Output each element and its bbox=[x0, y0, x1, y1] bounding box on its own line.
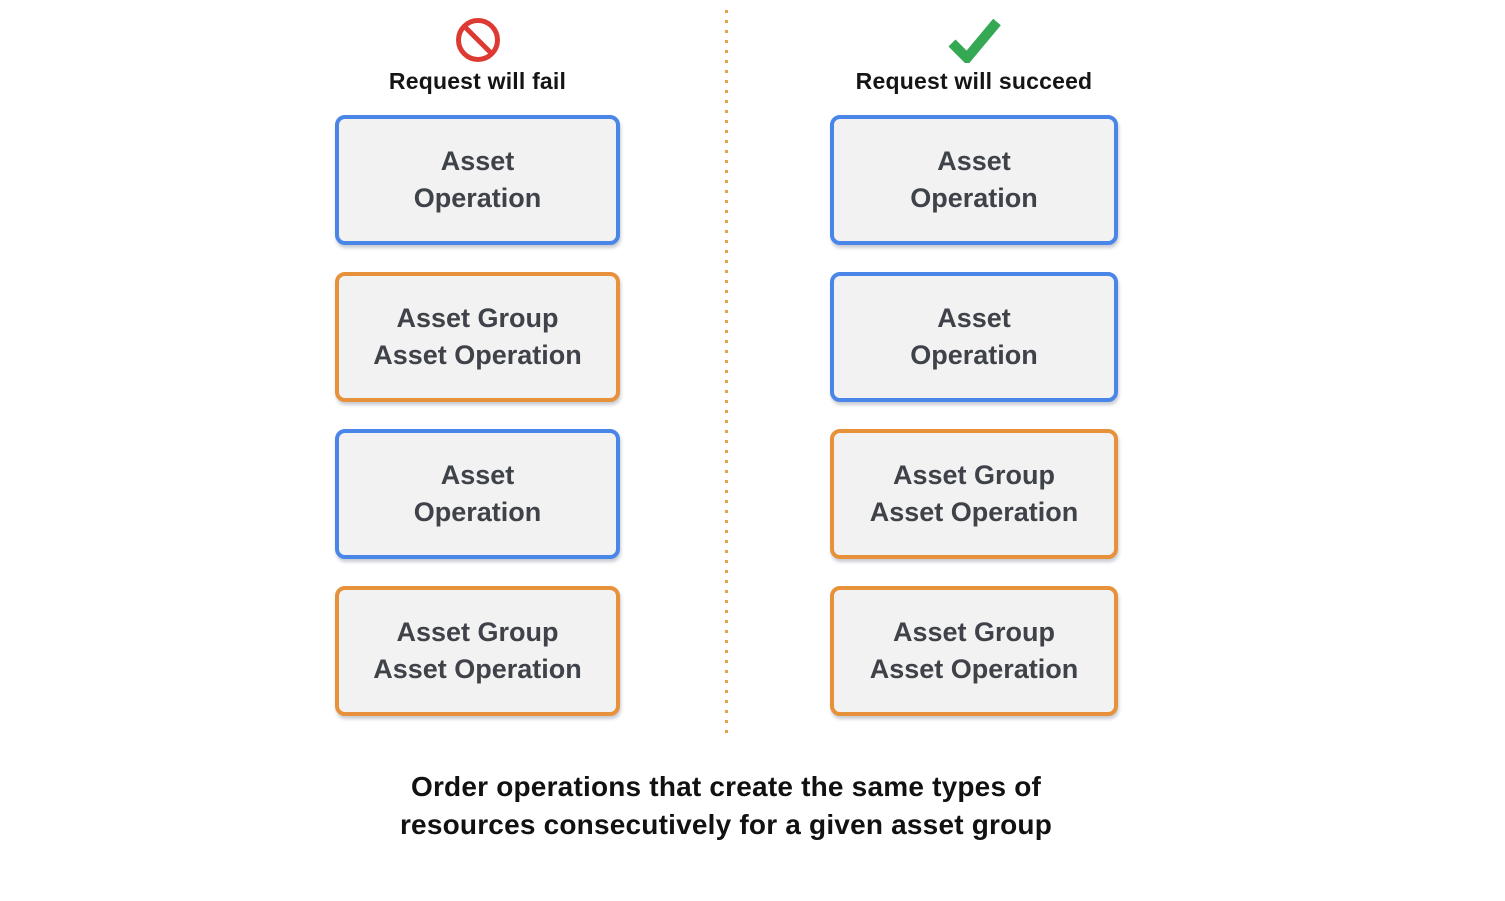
fail-column: Request will fail Asset Operation Asset … bbox=[335, 14, 620, 716]
succeed-column-title: Request will succeed bbox=[855, 67, 1093, 94]
checkmark-icon bbox=[946, 14, 1002, 66]
prohibition-icon bbox=[455, 14, 501, 66]
fail-column-title: Request will fail bbox=[388, 67, 567, 94]
box-asset-group-asset-operation: Asset Group Asset Operation bbox=[335, 272, 620, 402]
dotted-divider bbox=[725, 10, 728, 738]
succeed-column: Request will succeed Asset Operation Ass… bbox=[830, 14, 1118, 716]
caption: Order operations that create the same ty… bbox=[399, 771, 1053, 840]
box-asset-operation: Asset Operation bbox=[830, 115, 1118, 245]
box-asset-group-asset-operation: Asset Group Asset Operation bbox=[335, 586, 620, 716]
box-asset-group-asset-operation: Asset Group Asset Operation bbox=[830, 429, 1118, 559]
box-asset-group-asset-operation: Asset Group Asset Operation bbox=[830, 586, 1118, 716]
box-asset-operation: Asset Operation bbox=[335, 115, 620, 245]
box-asset-operation: Asset Operation bbox=[830, 272, 1118, 402]
box-asset-operation: Asset Operation bbox=[335, 429, 620, 559]
